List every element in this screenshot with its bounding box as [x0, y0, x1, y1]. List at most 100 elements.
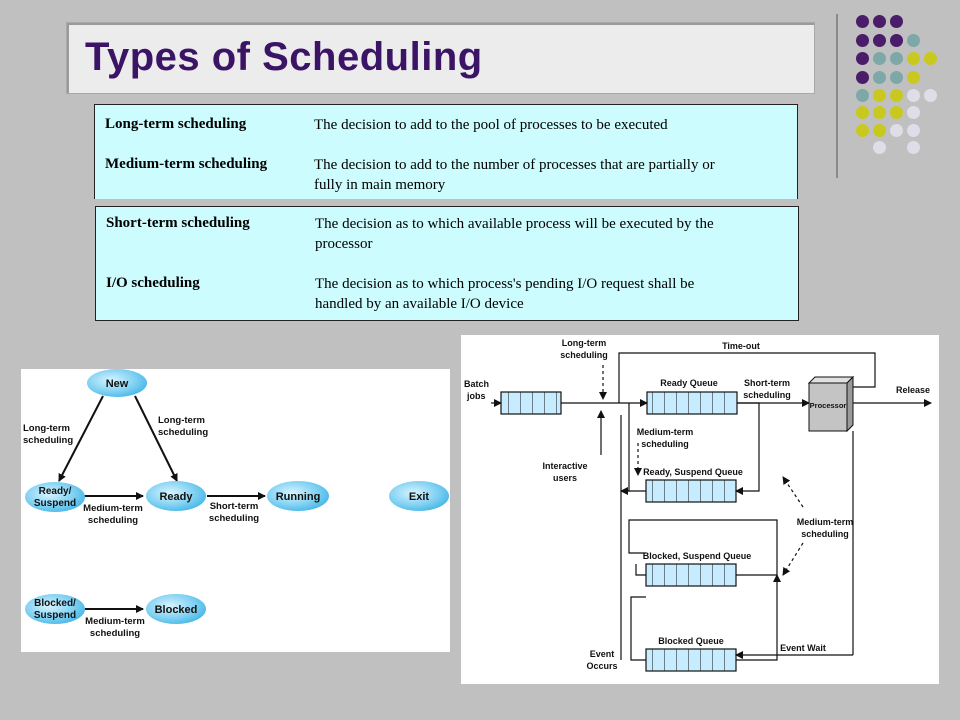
dot [890, 71, 903, 84]
line-bs-left [635, 564, 646, 576]
edge-label-rs-ready-2: scheduling [88, 515, 138, 526]
desc-long-term: The decision to add to the pool of proce… [314, 117, 668, 133]
node-blocked-suspend [25, 594, 85, 624]
definitions-table-bottom: Short-term scheduling The decision as to… [95, 206, 799, 321]
desc-medium-term-line2: fully in main memory [314, 177, 446, 193]
dot [856, 89, 869, 102]
state-transition-diagram: New Ready/ Suspend Ready Running Exit Bl… [21, 369, 450, 652]
ready-suspend-queue [645, 479, 737, 503]
label-batch-1: Batch [464, 379, 489, 389]
label-release: Release [896, 385, 930, 395]
slide-title: Types of Scheduling [85, 35, 483, 79]
label-short-term-1: Short-term [744, 378, 790, 388]
label-medium-term-1a: Medium-term [637, 427, 694, 437]
dot [907, 106, 920, 119]
node-running [267, 481, 329, 511]
node-ready-suspend [25, 482, 85, 512]
label-interactive-2: users [553, 473, 577, 483]
label-interactive-1: Interactive [542, 461, 587, 471]
node-exit [389, 481, 449, 511]
line-blocked-suspend-loop [628, 519, 778, 576]
state-diagram-svg: New Ready/ Suspend Ready Running Exit Bl… [23, 369, 449, 639]
desc-medium-term-line1: The decision to add to the number of pro… [314, 157, 715, 173]
label-ready-suspend-queue: Ready, Suspend Queue [643, 467, 743, 477]
dot [873, 71, 886, 84]
dot [890, 52, 903, 65]
dot [890, 34, 903, 47]
label-event-occurs-1: Event [590, 649, 615, 659]
dot [856, 71, 869, 84]
arrow-blocked-to-bs [736, 574, 781, 661]
decorative-divider [836, 14, 838, 178]
blocked-queue [645, 648, 737, 672]
dot [907, 71, 920, 84]
dot [890, 106, 903, 119]
dot [873, 106, 886, 119]
line-ready-down [737, 402, 760, 480]
dot [907, 89, 920, 102]
label-medium-term-2a: Medium-term [797, 517, 854, 527]
edge-label-ready-running-1: Short-term [210, 501, 259, 512]
desc-short-term-line2: processor [315, 236, 373, 252]
edge-label-bs-blocked-2: scheduling [90, 628, 140, 639]
node-ready-label: Ready [159, 491, 193, 503]
node-running-label: Running [276, 491, 321, 503]
edge-label-new-rs-1: Long-term [23, 423, 70, 434]
desc-short-term-line1: The decision as to which available proce… [315, 216, 714, 232]
label-batch-2: jobs [466, 391, 486, 401]
dot [856, 52, 869, 65]
dot [924, 52, 937, 65]
dot [856, 124, 869, 137]
medium-term-dashed-3 [782, 542, 804, 576]
dot [907, 52, 920, 65]
dot [873, 52, 886, 65]
line-blocked-left [630, 596, 646, 661]
node-ready-suspend-label-1: Ready/ [39, 486, 72, 497]
desc-io-line2: handled by an available I/O device [315, 296, 524, 312]
label-medium-term-1b: scheduling [641, 439, 689, 449]
term-short-term: Short-term scheduling [106, 215, 250, 231]
node-new-label: New [106, 378, 129, 390]
dot [856, 106, 869, 119]
label-blocked-suspend-queue: Blocked, Suspend Queue [643, 551, 752, 561]
edge-label-rs-ready-1: Medium-term [83, 503, 143, 514]
arrow-to-ready-suspend [735, 480, 760, 495]
processor-side [846, 375, 854, 433]
dot [907, 141, 920, 154]
edge-label-new-ready-1: Long-term [158, 415, 205, 426]
node-ready [146, 481, 206, 511]
label-event-occurs-2: Occurs [586, 661, 617, 671]
definitions-table-top: Long-term scheduling The decision to add… [94, 104, 798, 199]
edge-label-new-rs-2: scheduling [23, 435, 73, 446]
dot [924, 89, 937, 102]
desc-io-line1: The decision as to which process's pendi… [315, 276, 695, 292]
term-long-term: Long-term scheduling [105, 116, 247, 132]
dot [907, 34, 920, 47]
blocked-suspend-queue [645, 563, 737, 587]
label-event-wait: Event Wait [780, 643, 826, 653]
label-long-term-1: Long-term [562, 338, 607, 348]
node-blocked-suspend-label-2: Suspend [34, 610, 76, 621]
title-bar: Types of Scheduling [66, 22, 815, 94]
label-ready-queue: Ready Queue [660, 378, 718, 388]
node-blocked-label: Blocked [155, 604, 198, 616]
label-medium-term-2b: scheduling [801, 529, 849, 539]
medium-term-dashed-2 [782, 476, 804, 508]
label-blocked-queue: Blocked Queue [658, 636, 724, 646]
dot [873, 89, 886, 102]
node-new [87, 369, 147, 397]
dot [890, 124, 903, 137]
edge-label-bs-blocked-1: Medium-term [85, 616, 145, 627]
dot [873, 34, 886, 47]
ready-queue [646, 391, 738, 415]
edge-label-ready-running-2: scheduling [209, 513, 259, 524]
dot [873, 124, 886, 137]
node-exit-label: Exit [409, 491, 430, 503]
edge-label-new-ready-2: scheduling [158, 427, 208, 438]
node-blocked-suspend-label-1: Blocked/ [34, 598, 76, 609]
dot [856, 34, 869, 47]
batch-queue [500, 391, 562, 415]
label-processor: Processor [810, 401, 847, 410]
line-ready-suspend-up [621, 403, 630, 492]
timeout-loop [618, 352, 876, 403]
